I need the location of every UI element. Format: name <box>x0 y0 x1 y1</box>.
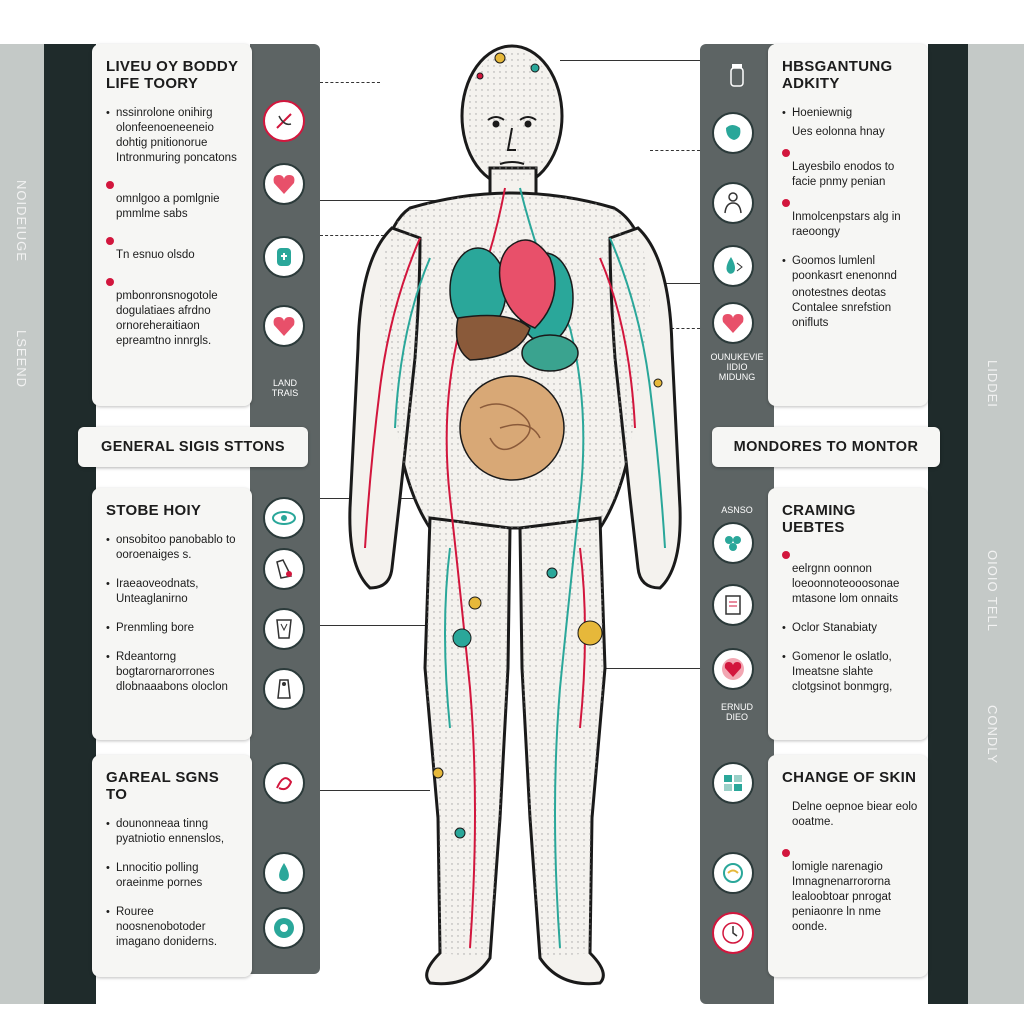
cells-icon <box>712 522 754 564</box>
scale-icon <box>712 852 754 894</box>
left-card-2-item: Rdeantorng bogtarornarorrones dlobnaaabo… <box>106 650 242 695</box>
connector-line <box>320 625 450 626</box>
left-card-3-title: GAREAL SGNS TO <box>106 769 220 803</box>
left-vertical-label-2: LSEEND <box>14 330 29 389</box>
right-card-1: HBSGANTUNG ADKITY Hoeniewnig Ues eolonna… <box>768 44 928 406</box>
left-light-stripe <box>0 44 44 1004</box>
stomach <box>521 334 579 372</box>
right-card-1-item: Goomos lumlenl poonkasrt enenonnd <box>782 254 918 284</box>
connector-line <box>320 200 460 201</box>
right-card-1-title: HBSGANTUNG ADKITY <box>782 58 893 92</box>
connector-line <box>590 668 700 669</box>
eye-icon <box>263 497 305 539</box>
connector-line <box>320 82 380 84</box>
bandage-icon <box>263 762 305 804</box>
right-card-2-item: Gomenor le oslatlo, Imeatsne slahte clot… <box>782 650 918 695</box>
left-card-2-title: STOBE HOIY <box>106 502 202 519</box>
left-card-1-item: omnlgoo a pomlgnie pmmlme sabs <box>106 181 242 222</box>
human-body-illustration <box>348 44 682 986</box>
kidney-icon <box>712 112 754 154</box>
left-card-1-item: nssinrolone onihirg olonfeenoeneeneio do… <box>106 106 242 166</box>
tooth-icon <box>263 100 305 142</box>
connector-line <box>560 60 700 61</box>
left-card-3-item: Lnnocitio polling oraeinme pornes <box>106 861 242 891</box>
heart-icon <box>712 648 754 690</box>
left-card-1-item: Tn esnuo olsdo <box>106 237 242 263</box>
left-card-3-item: dounonneaa tinng pyatniotio ennenslos, <box>106 817 242 847</box>
intestines <box>459 375 565 481</box>
heart-icon <box>712 302 754 344</box>
right-vertical-label-3: CONDLY <box>985 705 1000 765</box>
right-icon-caption-3: ERNUD DIEO <box>720 702 753 722</box>
right-icon-caption-2: OUNUKEVIE IIDIO MIDUNG <box>710 352 764 382</box>
drop-icon <box>263 852 305 894</box>
right-section-header: MONDORES TO MONTOR <box>712 427 940 467</box>
right-icon-caption-1: ASNSO <box>721 505 753 515</box>
left-card-2: STOBE HOIY onsobitoo panobablo to ooroen… <box>92 488 252 740</box>
capsule-icon <box>263 907 305 949</box>
body-icon <box>263 668 305 710</box>
shirt-icon <box>263 548 305 590</box>
skin-sample-icon <box>712 762 754 804</box>
left-card-3: GAREAL SGNS TO dounonneaa tinng pyatniot… <box>92 755 252 977</box>
connector-line <box>650 150 700 152</box>
right-card-1-item: Ues eolonna hnay <box>792 126 885 138</box>
connector-line <box>320 790 430 791</box>
liver <box>455 314 531 361</box>
left-card-2-item: onsobitoo panobablo to ooroenaiges s. <box>106 533 242 563</box>
right-card-3-title: CHANGE OF SKIN <box>782 769 917 786</box>
right-vertical-label-2: OIOIO TELL <box>985 550 1000 633</box>
clipboard-icon <box>712 584 754 626</box>
right-top-caption <box>700 62 774 92</box>
heart-icon <box>263 163 305 205</box>
lungs-icon <box>263 236 305 278</box>
right-card-2-item: Oclor Stanabiaty <box>782 621 918 636</box>
right-card-3-item: Delne oepnoe biear eolo ooatme. <box>792 801 918 828</box>
heart-icon <box>263 305 305 347</box>
left-card-2-item: Iraeaoveodnats, Unteaglanirno <box>106 577 242 607</box>
right-card-2: CRAMING UEBTES eelrgnn oonnon loeoonnote… <box>768 488 928 740</box>
left-card-1-title: LIVEU OY BODDY LIFE TOORY <box>106 58 239 92</box>
torso-icon <box>263 608 305 650</box>
heart <box>498 239 556 329</box>
right-vertical-label-1: LIDDEI <box>985 360 1000 408</box>
right-card-3-item: lomigle narenagio Imnagnenarrororna leal… <box>782 849 918 935</box>
right-card-1-item: Hoeniewnig <box>782 106 918 121</box>
water-drop-icon <box>712 245 754 287</box>
left-card-1: LIVEU OY BODDY LIFE TOORY nssinrolone on… <box>92 44 252 406</box>
face <box>487 116 537 165</box>
left-card-1-item: pmbonronsnogotole dogulatiaes afrdno orn… <box>106 278 242 349</box>
organs <box>449 239 579 481</box>
right-dark-stripe <box>928 44 968 1004</box>
left-card-2-item: Prenmling bore <box>106 621 242 636</box>
right-card-2-item: eelrgnn oonnon loeoonnoteooosonae mtason… <box>782 551 918 607</box>
right-light-stripe <box>968 44 1024 1004</box>
right-card-3: CHANGE OF SKIN Delne oepnoe biear eolo o… <box>768 755 928 977</box>
right-card-2-title: CRAMING UEBTES <box>782 502 856 536</box>
right-card-1-item: Layesbilo enodos to facie pnmy penian <box>782 149 918 190</box>
right-card-1-item: onotestnes deotas Contalee snrefstion on… <box>792 287 892 329</box>
left-icon-caption: LAND TRAIS <box>271 378 299 398</box>
pill-bottle-icon <box>730 64 744 87</box>
right-card-1-item: Inmolcenpstars alg in raeoongy <box>782 199 918 240</box>
left-vertical-label-1: NOIDEIUGE <box>14 180 29 262</box>
clock-icon <box>712 912 754 954</box>
spots <box>432 52 663 839</box>
left-dark-stripe <box>44 44 96 1004</box>
left-card-3-item: Rouree noosnenobotoder imagano doniderns… <box>106 905 242 950</box>
person-icon <box>712 182 754 224</box>
left-section-header: GENERAL SIGIS STTONS <box>78 427 308 467</box>
